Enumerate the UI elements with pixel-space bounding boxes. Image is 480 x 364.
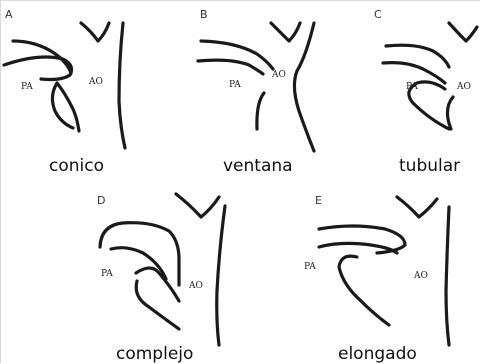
panel-d-pa-label: PA: [101, 269, 113, 279]
panel-d-pulmonary-artery: [111, 248, 166, 279]
panel-d-arch-notch: [176, 194, 219, 217]
panel-b: B PA AO ventana: [198, 8, 314, 176]
panel-c-ao-label: AO: [456, 82, 471, 92]
panel-a-pa-label: PA: [21, 82, 33, 92]
panel-e-caption: elongado: [338, 344, 417, 364]
panel-c-pa-label: PA: [406, 82, 418, 92]
panel-c-letter: C: [374, 8, 382, 21]
panel-d-caption: complejo: [116, 344, 193, 364]
panel-c: C PA AO tubular: [374, 8, 477, 176]
panel-c-arch-notch: [449, 23, 477, 41]
panel-a: A PA AO conico: [4, 8, 125, 176]
panel-e-pa-label: PA: [304, 262, 316, 272]
panel-d-descending-aorta: [217, 206, 225, 345]
panel-c-caption: tubular: [399, 156, 460, 176]
panel-e-letter: E: [315, 194, 322, 207]
panel-b-letter: B: [200, 8, 208, 21]
panel-a-arch-notch: [81, 23, 109, 41]
panel-b-ao-label: AO: [271, 70, 286, 80]
panel-b-caption: ventana: [223, 156, 293, 176]
panel-d-letter: D: [97, 194, 105, 207]
panel-e-arch-notch: [397, 197, 437, 217]
panel-a-descending-aorta: [119, 23, 125, 148]
panel-e-ao-label: AO: [413, 271, 428, 281]
panel-d: D PA AO complejo: [97, 194, 225, 364]
panel-d-ductus: [136, 268, 179, 329]
panel-b-descending-aorta: [294, 23, 314, 151]
panel-b-aorta-front: [201, 41, 273, 69]
panel-c-pulmonary-artery: [383, 63, 445, 83]
panel-a-ao-label: AO: [88, 77, 103, 87]
panel-b-pulmonary-artery: [198, 60, 263, 74]
panel-a-letter: A: [5, 8, 13, 21]
panel-e-descending-aorta: [446, 207, 449, 345]
panel-b-arch-notch: [271, 23, 300, 41]
panel-a-ductus: [52, 83, 79, 131]
panel-a-caption: conico: [49, 156, 104, 176]
panel-b-pa-label: PA: [229, 80, 241, 90]
panel-b-ductus: [257, 93, 264, 129]
panel-e: E PA AO elongado: [304, 194, 449, 364]
panel-d-ao-label: AO: [188, 281, 203, 291]
panel-e-ductus: [339, 256, 389, 325]
